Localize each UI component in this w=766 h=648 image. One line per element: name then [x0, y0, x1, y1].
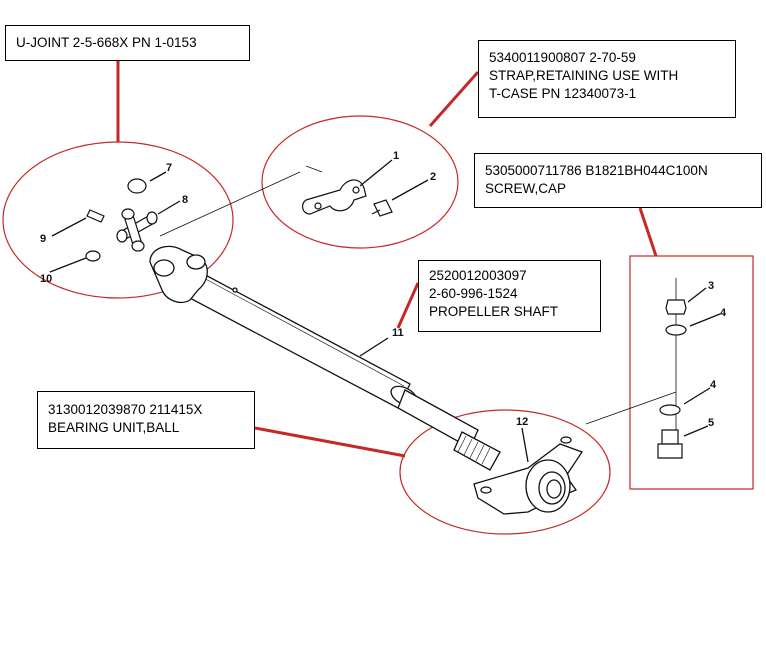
bearing-leader: [254, 426, 406, 458]
nut-3: [665, 299, 687, 315]
item-2-label: 2: [430, 171, 436, 183]
strap-callout: 5340011900807 2-70-59 STRAP,RETAINING US…: [478, 40, 736, 118]
center-bearing: [473, 436, 583, 515]
item-4b-label: 4: [710, 379, 717, 391]
item-12-label: 12: [516, 416, 528, 428]
fastener-stack: [657, 278, 687, 459]
washer-4: [665, 324, 687, 336]
shaft-callout: 2520012003097 2-60-996-1524 PROPELLER SH…: [418, 260, 601, 332]
bearing-cap-7: [127, 178, 147, 194]
shaft-callout-line-2: 2-60-996-1524: [429, 286, 518, 301]
bearing-detail-circle: [399, 409, 611, 535]
item-10-label: 10: [40, 273, 52, 285]
screw-leader: [638, 207, 658, 257]
screw-callout-line-2: SCREW,CAP: [485, 181, 567, 196]
strap-bolt-2: [373, 199, 393, 217]
item-9-label: 9: [40, 233, 46, 245]
screw-callout: 5305000711786 B1821BH044C100N SCREW,CAP: [474, 153, 762, 208]
screw-detail-frame: [629, 255, 754, 490]
bearing-callout-line-2: BEARING UNIT,BALL: [48, 420, 180, 435]
washer-4b: [659, 404, 681, 416]
item-5-label: 5: [708, 417, 714, 429]
bearing-callout: 3130012039870 211415X BEARING UNIT,BALL: [37, 391, 255, 449]
item-11-label: 11: [392, 327, 404, 339]
item-1-label: 1: [393, 150, 399, 162]
strap-callout-line-1: 5340011900807 2-70-59: [489, 50, 636, 65]
retaining-strap: [301, 179, 393, 217]
strap-callout-line-2: STRAP,RETAINING USE WITH: [489, 68, 679, 83]
item-number-labels: 7 8 9 10 1 2 3 4 4 5 11 12: [40, 150, 727, 429]
ujoint-callout-line-1: U-JOINT 2-5-668X PN 1-0153: [16, 35, 197, 50]
shaft-callout-line-3: PROPELLER SHAFT: [429, 304, 559, 319]
ujoint-callout: U-JOINT 2-5-668X PN 1-0153: [5, 25, 250, 61]
item-7-label: 7: [166, 162, 172, 174]
item-pointers: [49, 159, 721, 463]
screw-callout-line-1: 5305000711786 B1821BH044C100N: [485, 163, 708, 178]
ujoint-cross: [85, 178, 158, 262]
item-8-label: 8: [182, 194, 188, 206]
strap-detail-circle: [261, 115, 459, 249]
item-4-label: 4: [720, 307, 727, 319]
shaft-callout-line-1: 2520012003097: [429, 268, 527, 283]
strap-leader: [428, 71, 480, 127]
shaft-leader: [396, 282, 420, 329]
item-3-label: 3: [708, 280, 714, 292]
strap-callout-line-3: T-CASE PN 12340073-1: [489, 86, 637, 101]
bolt-5: [661, 429, 679, 445]
grease-fitting-9: [86, 209, 105, 223]
bearing-callout-line-1: 3130012039870 211415X: [48, 402, 203, 417]
propeller-shaft: [149, 245, 501, 471]
snap-ring-10: [85, 250, 101, 262]
